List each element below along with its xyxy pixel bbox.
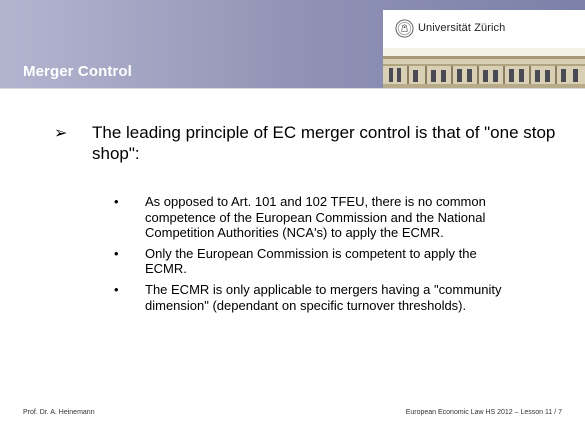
bullet-dot-icon: • [114,245,119,261]
header-divider [0,88,585,89]
bullet-dot-icon: • [114,194,119,209]
sub-bullet-list: • As opposed to Art. 101 and 102 TFEU, t… [114,194,514,318]
list-item: • As opposed to Art. 101 and 102 TFEU, t… [114,194,514,241]
bullet-dot-icon: • [114,281,119,297]
list-item: • The ECMR is only applicable to mergers… [114,282,514,313]
arrow-bullet-icon: ➢ [54,125,68,142]
university-branding: Universität Zürich [383,10,585,88]
list-item-text: As opposed to Art. 101 and 102 TFEU, the… [145,194,486,241]
university-building-icon [383,48,585,88]
slide-header: Merger Control Universität Zürich [0,0,585,88]
university-name: Universität Zürich [418,22,506,34]
university-seal-icon [395,19,414,38]
main-bullet-text: The leading principle of EC merger contr… [92,123,556,163]
list-item: • Only the European Commission is compet… [114,246,514,277]
slide-title: Merger Control [23,63,132,80]
list-item-text: The ECMR is only applicable to mergers h… [145,281,502,313]
footer-author: Prof. Dr. A. Heinemann [23,409,95,416]
footer-course: European Economic Law HS 2012 – Lesson 1… [405,409,562,416]
list-item-text: Only the European Commission is competen… [145,245,477,277]
